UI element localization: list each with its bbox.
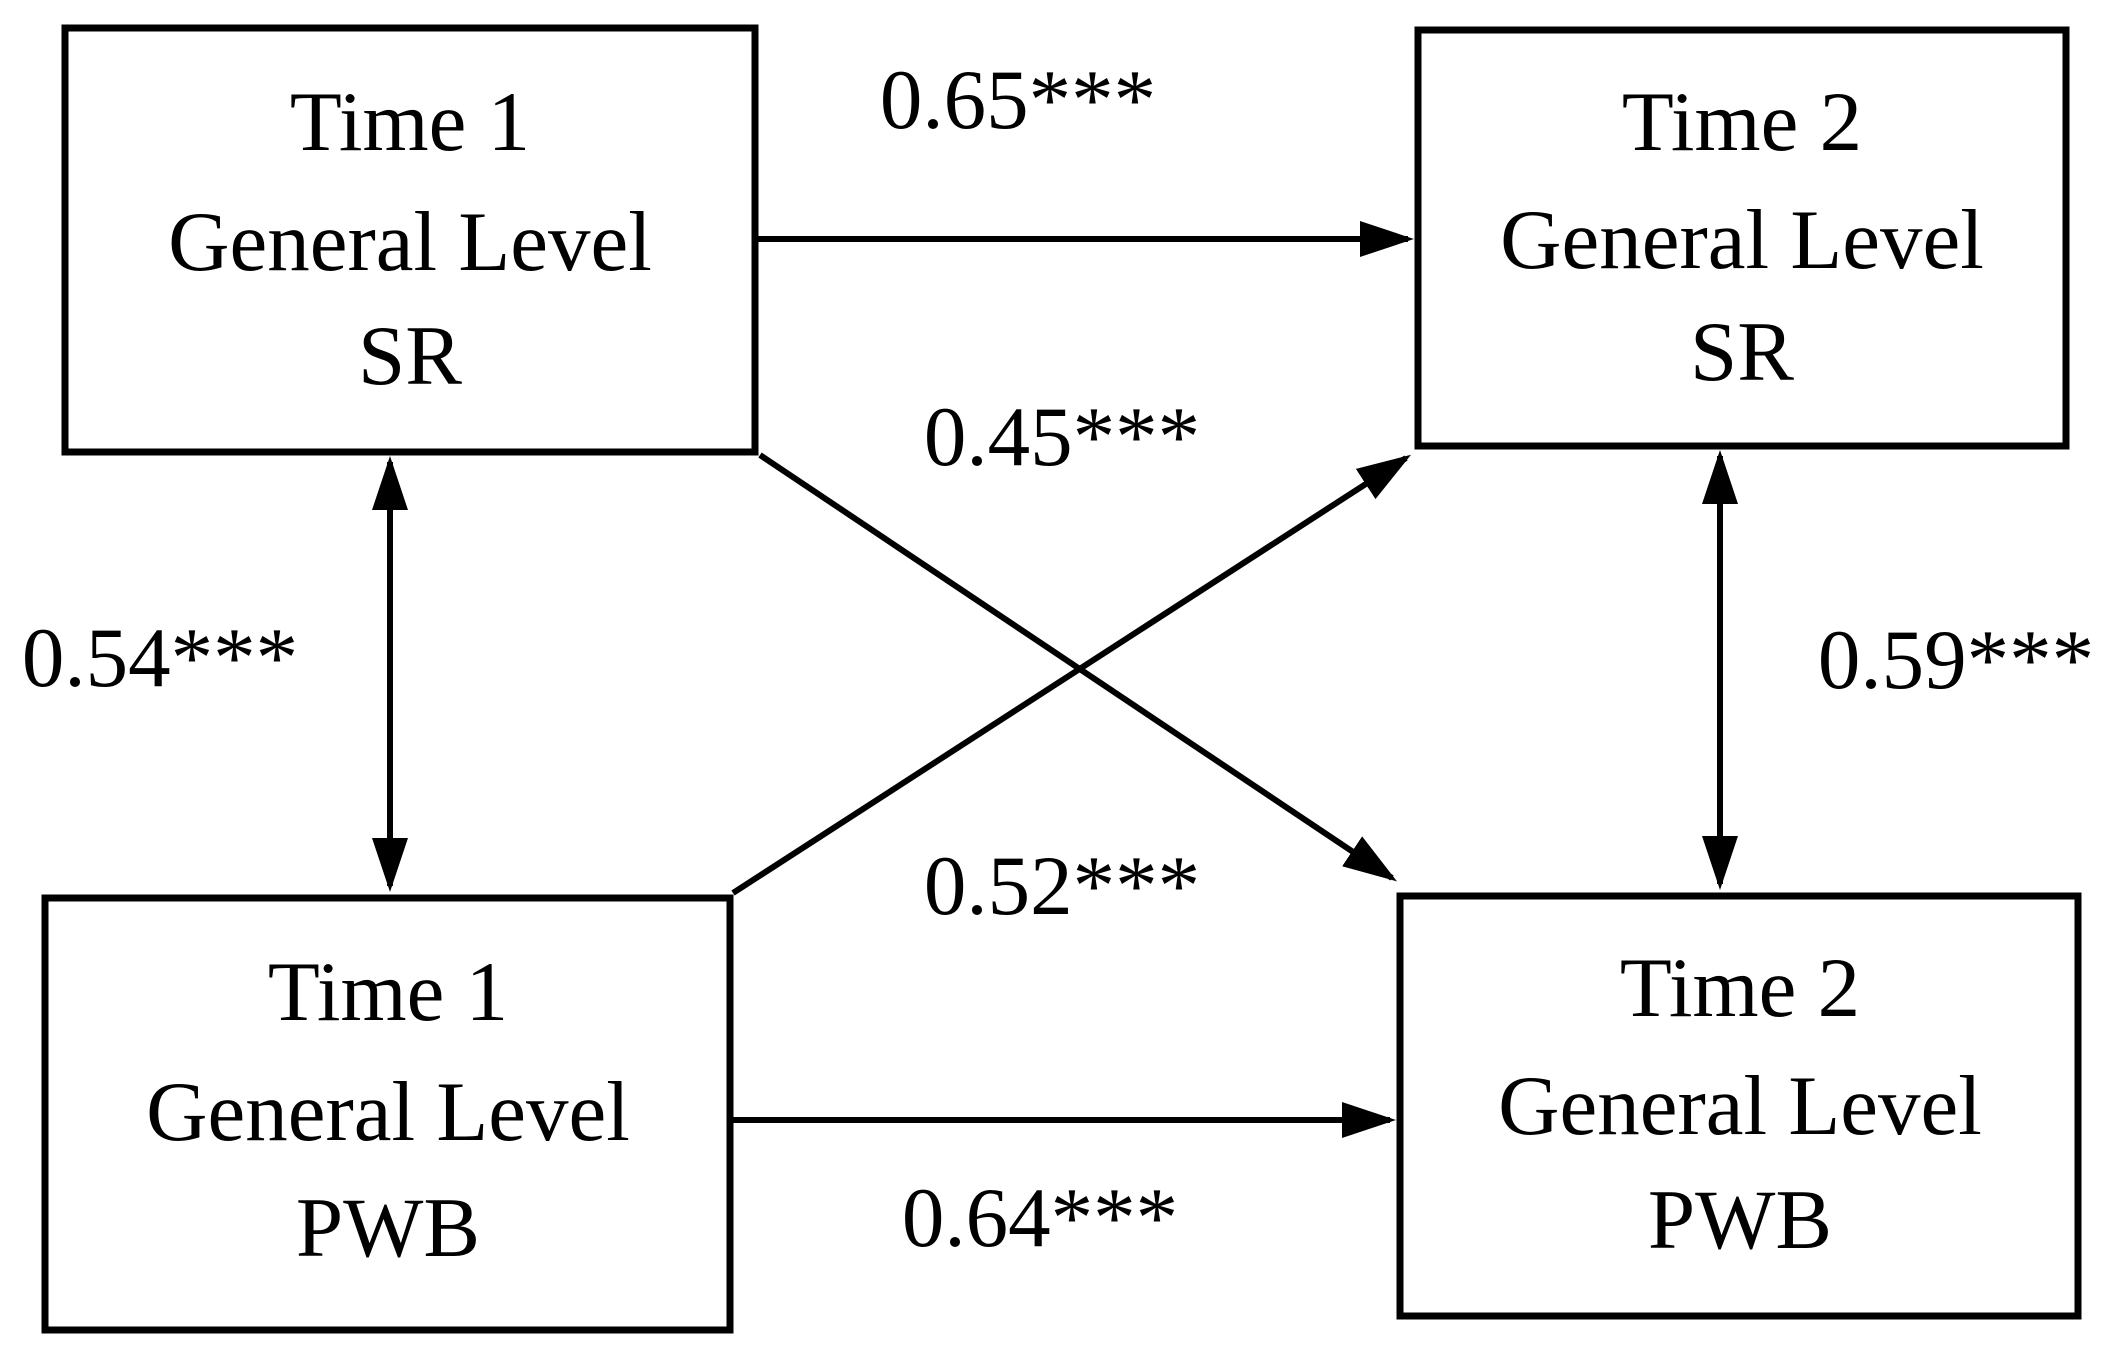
arrow-cross-pwb-to-sr xyxy=(731,454,1412,896)
node-box-time2-pwb xyxy=(1396,892,2082,1320)
coefficient-label-time1-correlation: 0.54*** xyxy=(22,611,298,705)
node-label-line: Time 2 xyxy=(1620,941,1860,1035)
node-label-line: PWB xyxy=(1648,1173,1832,1267)
node-label-line: General Level xyxy=(146,1065,630,1159)
node-box-time1-pwb xyxy=(41,894,734,1334)
node-label-line: PWB xyxy=(296,1181,480,1275)
arrow-cross-sr-to-pwb xyxy=(758,452,1397,882)
node-box-time1-sr xyxy=(61,24,759,456)
node-label-line: SR xyxy=(358,309,462,403)
coefficient-label-cross-pwb-to-sr: 0.45*** xyxy=(924,390,1200,484)
node-box-time2-sr xyxy=(1414,26,2070,450)
node-label-line: General Level xyxy=(1498,1059,1982,1153)
node-label-line: Time 2 xyxy=(1622,75,1862,169)
node-label-line: Time 1 xyxy=(290,75,530,169)
coefficient-label-time2-correlation: 0.59*** xyxy=(1818,613,2094,707)
node-label-line: SR xyxy=(1690,305,1794,399)
coefficient-label-pwb-stability: 0.64*** xyxy=(902,1171,1178,1265)
node-label-line: Time 1 xyxy=(268,945,508,1039)
node-label-line: General Level xyxy=(168,195,652,289)
coefficient-label-cross-sr-to-pwb: 0.52*** xyxy=(924,839,1200,933)
node-label-line: General Level xyxy=(1500,193,1984,287)
coefficient-label-sr-stability: 0.65*** xyxy=(880,53,1156,147)
